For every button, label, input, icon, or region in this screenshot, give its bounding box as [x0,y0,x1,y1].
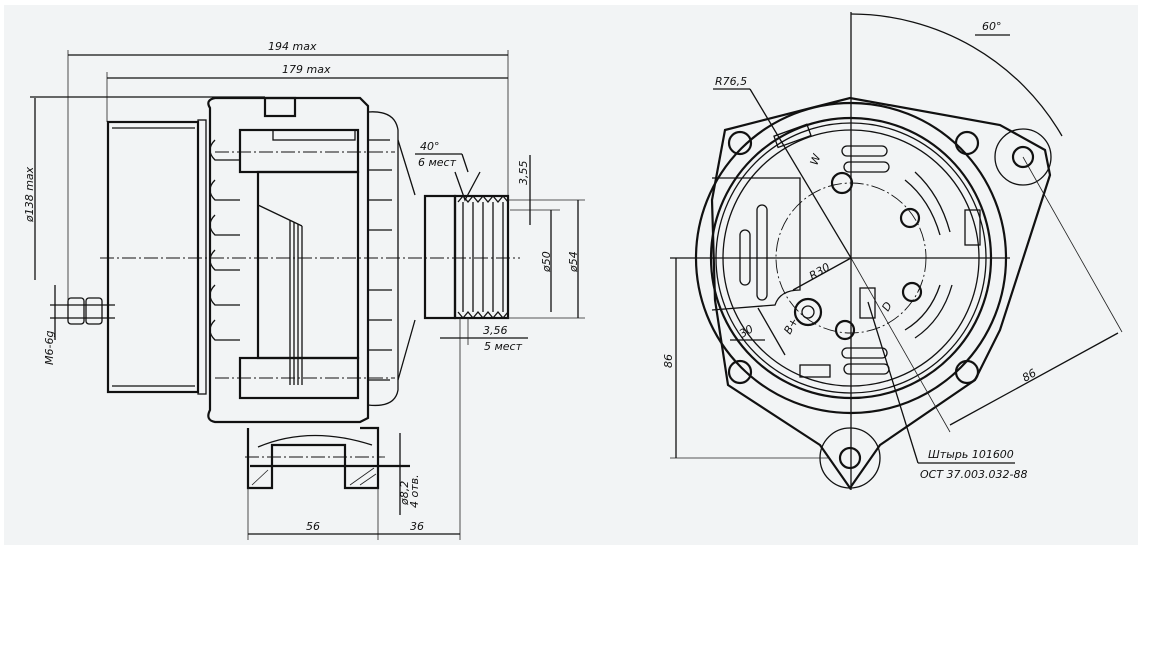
groove-pitch-label: 3,56 [483,324,508,337]
groove-angle-count-label: 6 мест [418,156,457,169]
standard-note: ОСТ 37.003.032-88 [920,468,1028,481]
hole-diameter-label: ø8,2 [398,481,411,506]
dim-355-label: 3,55 [517,161,530,186]
end-view: 60° R76,5 W R30 B+ 30 D 86 86 Штырь 1016… [662,12,1123,490]
radius-76-label: R76,5 [715,75,747,88]
groove-angle-label: 40° [420,140,440,153]
dim-56-label: 56 [306,520,320,533]
pin-note: Штырь 101600 [928,448,1014,461]
bolt-heads [727,130,980,385]
angle-arc [850,13,1063,137]
dim-194-label: 194 max [268,40,317,53]
dim-179-label: 179 max [282,63,331,76]
side-view: 194 max 179 max ø138 max M6-6g [23,40,585,540]
hole-count-label: 4 отв. [408,474,421,508]
thread-label: M6-6g [43,331,56,365]
drawing-sheet [4,5,1138,545]
dim-54-label: ø54 [567,251,580,273]
groove-pitch-count-label: 5 мест [484,340,523,353]
terminal-w-label: W [808,151,824,167]
angle-60-label: 60° [982,20,1002,33]
dim-36-label: 36 [410,520,424,533]
radius-30-label: R30 [807,261,832,283]
dim-50-label: ø50 [540,251,553,273]
dim-86-vertical-label: 86 [662,354,675,368]
dim-86-diagonal-label: 86 [1020,366,1039,384]
dim-30-label: 30 [737,322,756,340]
dim-138-label: ø138 max [23,166,36,223]
